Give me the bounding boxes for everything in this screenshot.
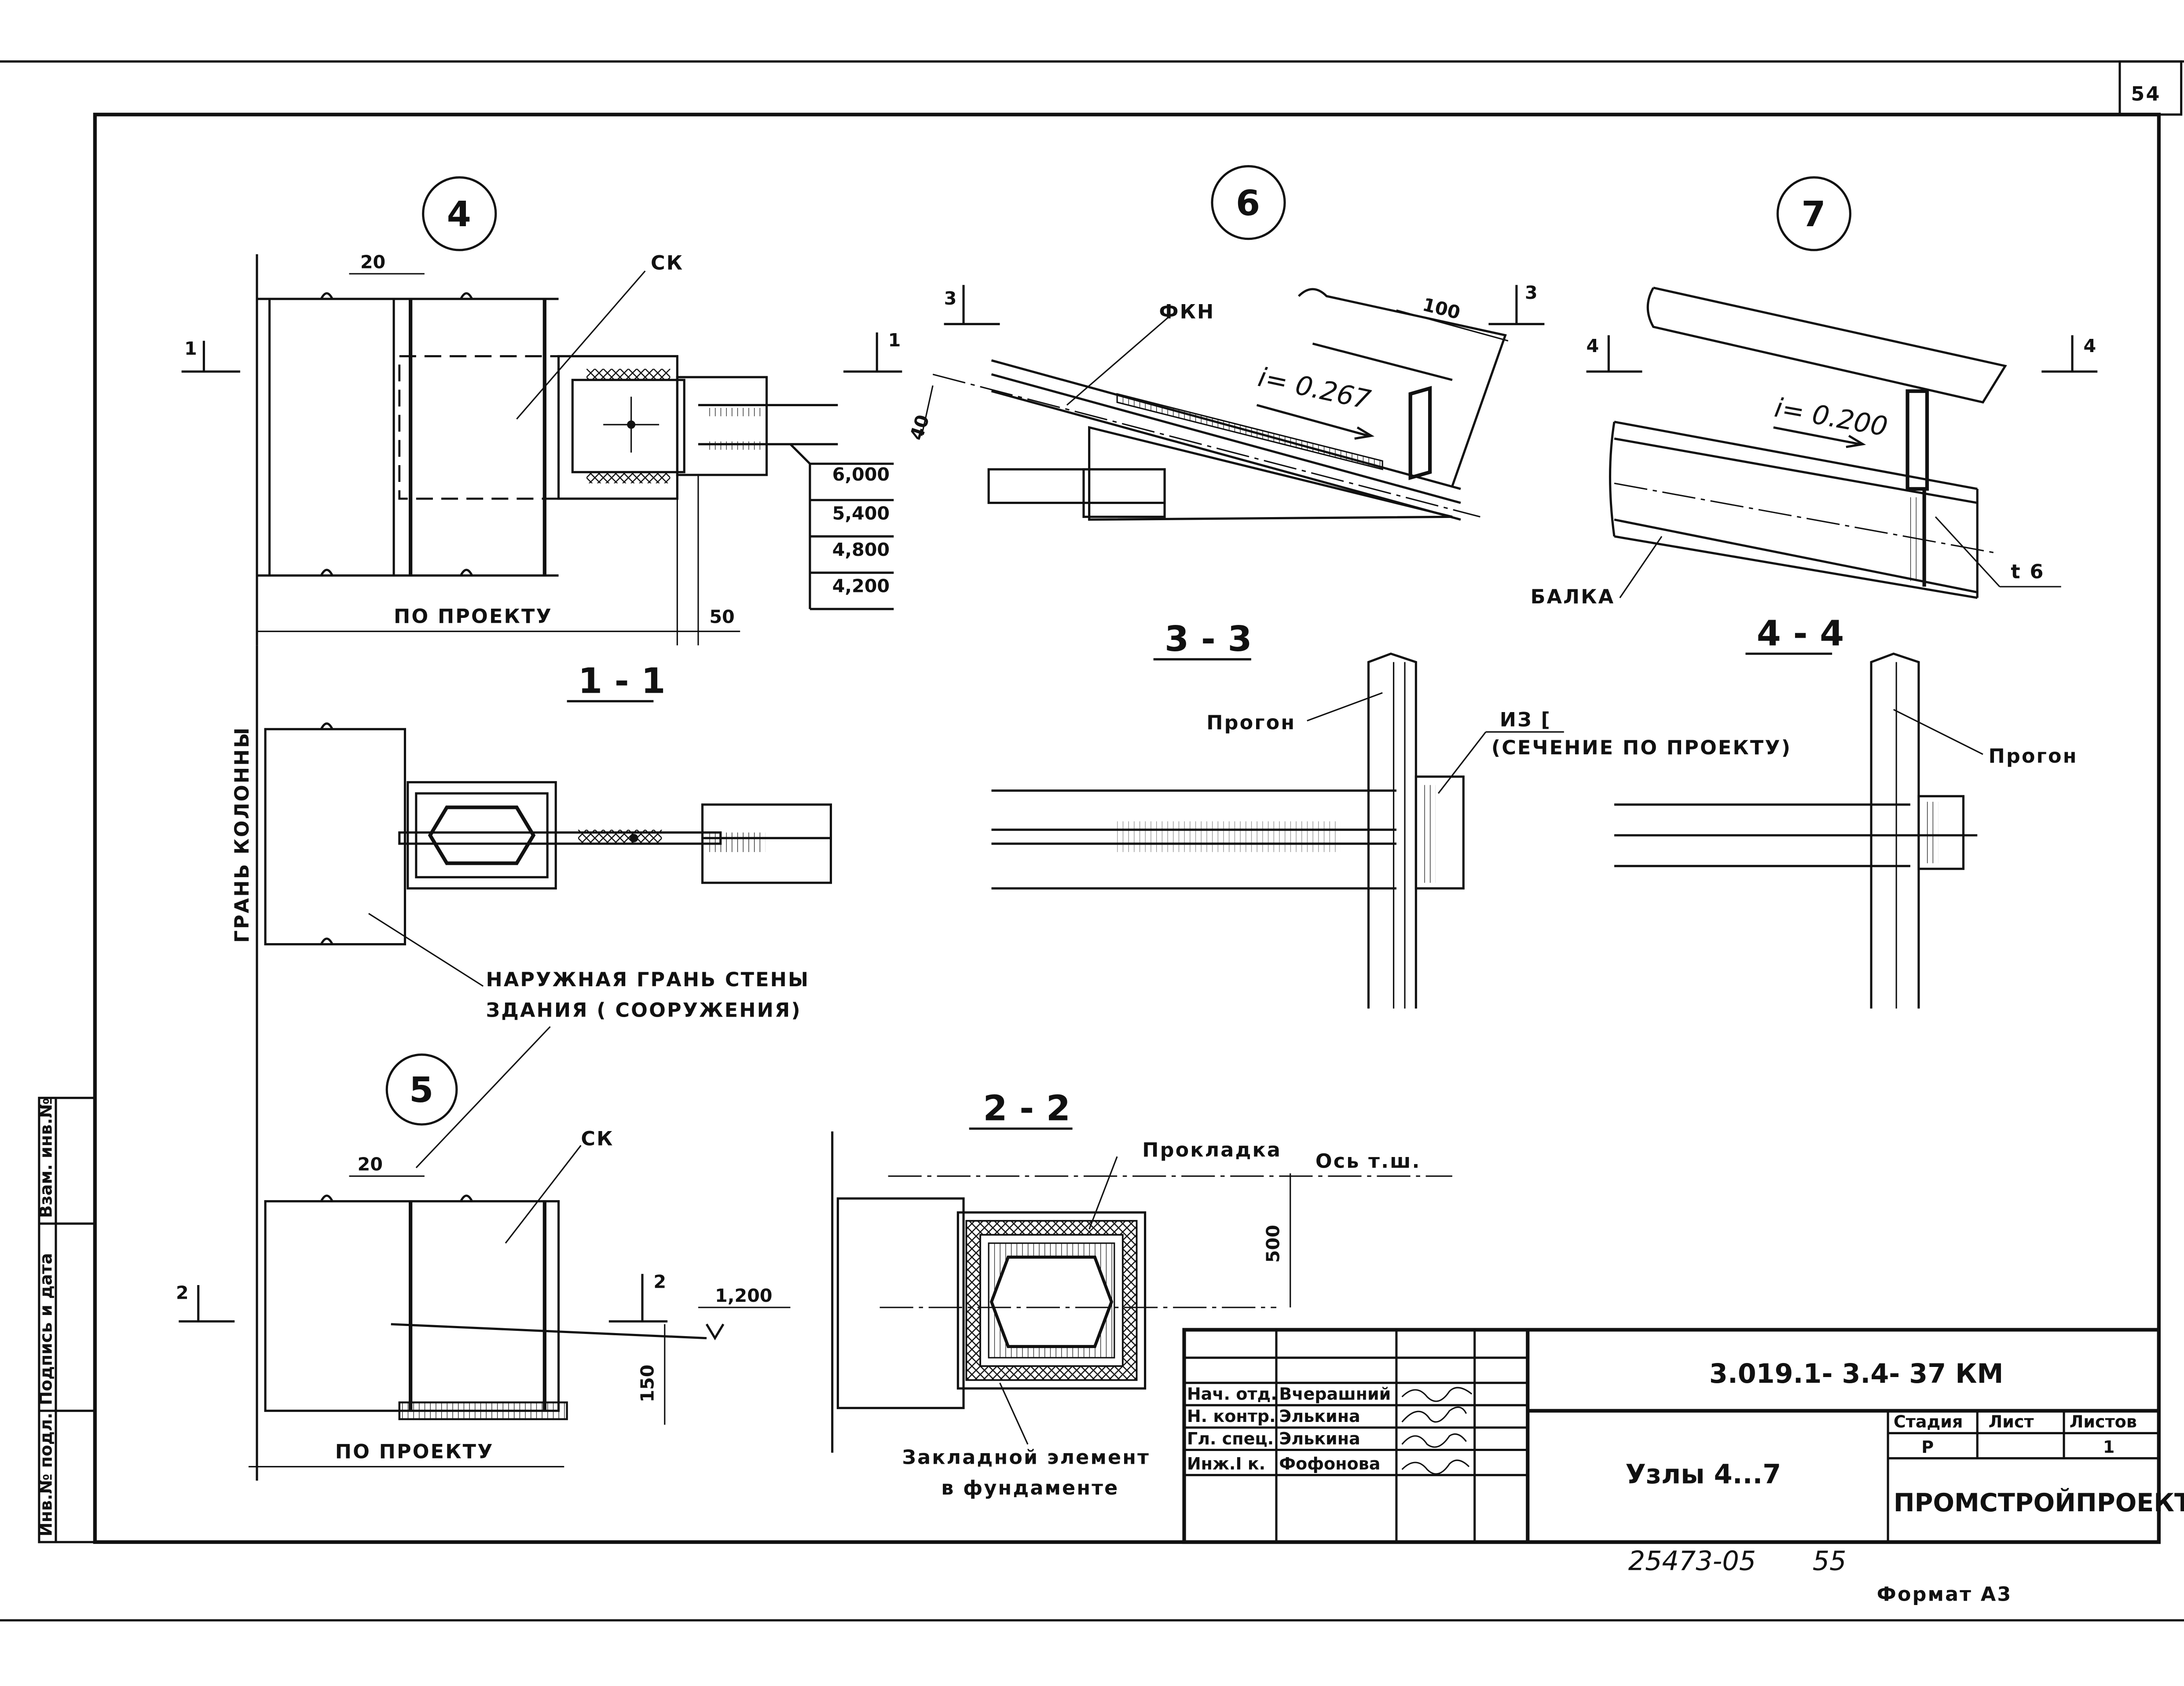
section-1-1-label: 1 - 1 bbox=[578, 660, 666, 701]
cut-mark-4-left: 4 bbox=[1587, 335, 1599, 356]
stamp-replace-inv: Взам. инв.№ bbox=[36, 1098, 55, 1218]
sheet-label: Лист bbox=[1989, 1412, 2034, 1432]
staff-role-0: Нач. отд. bbox=[1187, 1384, 1277, 1403]
node-5-label: 5 bbox=[409, 1069, 433, 1110]
title-code: 3.019.1- 3.4- 37 КМ bbox=[1709, 1359, 2004, 1389]
sk-label-node5: СК bbox=[581, 1128, 614, 1150]
format-label: Формат А3 bbox=[1877, 1583, 2012, 1605]
node-6-label: 6 bbox=[1236, 183, 1260, 224]
stage-label: Стадия bbox=[1894, 1412, 1963, 1432]
cut-mark-1-right: 1 bbox=[888, 330, 901, 351]
zaklad-label-2: в фундаменте bbox=[941, 1477, 1119, 1499]
signature-0 bbox=[1401, 1387, 1473, 1402]
cut-mark-2-right: 2 bbox=[653, 1271, 666, 1292]
node-5-detail: 5 СК 20 2 2 1,200 150 ПО ПРОЕКТУ bbox=[176, 1053, 791, 1468]
cut-mark-1-left: 1 bbox=[184, 338, 197, 359]
elevation-6000: 6,000 bbox=[832, 464, 890, 485]
sheets-label: Листов bbox=[2070, 1412, 2137, 1432]
dim-40: 40 bbox=[906, 412, 934, 443]
outer-face-label-2: ЗДАНИЯ ( СООРУЖЕНИЯ) bbox=[486, 999, 802, 1022]
elevation-1200: 1,200 bbox=[715, 1285, 772, 1306]
staff-name-0: Вчерашний bbox=[1279, 1384, 1391, 1403]
cut-mark-2-left: 2 bbox=[176, 1282, 189, 1304]
staff-name-1: Элькина bbox=[1279, 1407, 1360, 1426]
progon-label-44: Прогон bbox=[1989, 745, 2078, 768]
column-face-label: ГРАНЬ КОЛОННЫ bbox=[231, 726, 253, 943]
balka-label: БАЛКА bbox=[1531, 586, 1615, 608]
stage-value: Р bbox=[1921, 1437, 1934, 1457]
dim-po-proektu-bottom: ПО ПРОЕКТУ bbox=[335, 1441, 494, 1463]
staff-role-1: Н. контр. bbox=[1187, 1407, 1276, 1426]
column-face: ГРАНЬ КОЛОННЫ bbox=[231, 645, 258, 1481]
sechenie-label: (СЕЧЕНИЕ ПО ПРОЕКТУ) bbox=[1491, 737, 1792, 759]
signature-3 bbox=[1401, 1459, 1470, 1475]
node-4-label: 4 bbox=[447, 194, 471, 235]
dim-20-node4: 20 bbox=[360, 251, 385, 272]
fkn-label: ФКН bbox=[1159, 301, 1215, 323]
slope-node6: i= 0.267 bbox=[1255, 362, 1373, 415]
iz-c-label: ИЗ [ bbox=[1500, 709, 1551, 731]
t6-label: t 6 bbox=[2011, 561, 2045, 583]
cut-mark-3-right: 3 bbox=[1525, 282, 1538, 303]
zaklad-label-1: Закладной элемент bbox=[902, 1446, 1150, 1469]
section-3-3: 3 - 3 Прогон ИЗ [ (СЕЧЕНИЕ ПО ПРОЕКТУ) bbox=[991, 618, 1792, 1009]
section-2-2: 2 - 2 Прокладка Ось т.ш. 500 Закладной э… bbox=[831, 1087, 1452, 1499]
section-4-4: 4 - 4 Прогон bbox=[1614, 613, 2078, 1009]
prokladka-label: Прокладка bbox=[1142, 1139, 1282, 1161]
elevation-4800: 4,800 bbox=[832, 539, 890, 560]
dim-po-proektu-top: ПО ПРОЕКТУ bbox=[394, 606, 553, 628]
signature-1 bbox=[1401, 1407, 1467, 1423]
cut-mark-4-right: 4 bbox=[2083, 335, 2096, 356]
sheet-frame: 54 Взам. инв.№ Подпись и дата Инв.№ подл… bbox=[0, 60, 2184, 1622]
stamp-sign-date: Подпись и дата bbox=[36, 1253, 55, 1405]
dim-50: 50 bbox=[709, 606, 734, 628]
os-tsh-label: Ось т.ш. bbox=[1316, 1150, 1421, 1172]
archive-sheet: 55 bbox=[1813, 1546, 1847, 1576]
organization: ПРОМСТРОЙПРОЕКТ bbox=[1894, 1488, 2184, 1517]
section-2-2-label: 2 - 2 bbox=[983, 1087, 1070, 1128]
staff-role-3: Инж.I к. bbox=[1187, 1454, 1265, 1473]
section-3-3-label: 3 - 3 bbox=[1165, 618, 1252, 659]
node-4-detail: 4 СК 1 1 20 bbox=[181, 176, 902, 646]
signature-2 bbox=[1401, 1433, 1467, 1448]
elevation-5400: 5,400 bbox=[832, 503, 890, 524]
dim-150: 150 bbox=[637, 1364, 658, 1402]
cut-mark-3-left: 3 bbox=[944, 288, 957, 309]
staff-name-2: Элькина bbox=[1279, 1429, 1360, 1448]
elevation-4200: 4,200 bbox=[832, 576, 890, 597]
node-7-detail: 7 4 4 i= 0.200 БАЛКА t 6 bbox=[1531, 176, 2098, 608]
page-number: 54 bbox=[2131, 83, 2161, 106]
node-6-detail: 6 3 3 ФКН i= 0.267 100 40 bbox=[906, 165, 1545, 521]
staff-name-3: Фофонова bbox=[1279, 1454, 1380, 1473]
progon-label-33: Прогон bbox=[1206, 712, 1296, 734]
sheets-value: 1 bbox=[2103, 1437, 2115, 1457]
elevation-table: 6,000 5,400 4,800 4,200 bbox=[789, 443, 894, 610]
stamp-inv-no: Инв.№ подл. bbox=[36, 1413, 55, 1536]
outer-face-label-1: НАРУЖНАЯ ГРАНЬ СТЕНЫ bbox=[486, 969, 810, 991]
section-1-1: 1 - 1 НАРУЖНАЯ ГРАНЬ СТЕНЫ ЗДАНИЯ ( СООР… bbox=[264, 660, 832, 1168]
title-name: Узлы 4...7 bbox=[1625, 1459, 1781, 1490]
section-4-4-label: 4 - 4 bbox=[1757, 613, 1844, 654]
dim-20-node5: 20 bbox=[358, 1154, 383, 1175]
dim-500: 500 bbox=[1262, 1225, 1283, 1263]
sk-label-node4: СК bbox=[651, 252, 684, 275]
node-7-label: 7 bbox=[1801, 194, 1825, 235]
slope-node7: i= 0.200 bbox=[1772, 393, 1890, 443]
title-block: 3.019.1- 3.4- 37 КМ Узлы 4...7 Стадия Ли… bbox=[1182, 1328, 2184, 1544]
staff-role-2: Гл. спец. bbox=[1187, 1429, 1274, 1448]
archive-number: 25473-05 bbox=[1628, 1546, 1756, 1576]
